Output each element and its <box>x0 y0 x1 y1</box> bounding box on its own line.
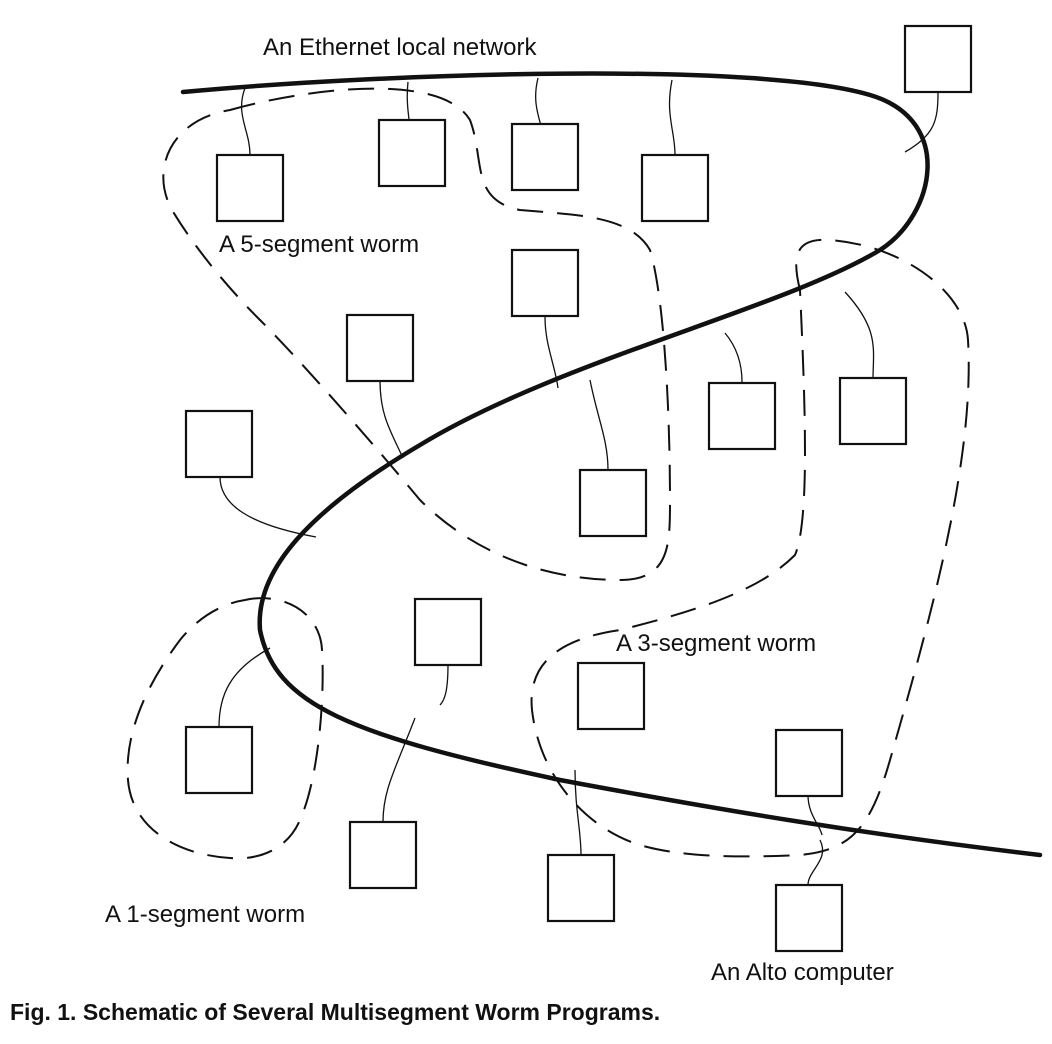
wire-18 <box>807 839 824 886</box>
wire-12 <box>218 647 271 728</box>
alto-computer-box <box>184 725 254 795</box>
alto-computer-label: An Alto computer <box>711 959 894 986</box>
wire-5 <box>904 91 939 153</box>
wire-10 <box>844 291 875 381</box>
worm-1-segment-label: A 1-segment worm <box>105 901 305 928</box>
wire-7 <box>589 379 609 471</box>
worm-5-segment-outline <box>162 87 672 582</box>
alto-computer-box <box>377 118 447 188</box>
figure-caption: Fig. 1. Schematic of Several Multisegmen… <box>10 999 660 1025</box>
worm-5-segment-label: A 5-segment worm <box>219 231 419 258</box>
wire-14 <box>382 717 416 823</box>
wire-9 <box>724 332 743 383</box>
alto-computer-box <box>413 597 483 667</box>
wire-16 <box>574 769 582 856</box>
alto-computer-box <box>510 248 580 318</box>
wire-1 <box>240 87 251 156</box>
alto-computer-box <box>578 468 648 538</box>
alto-computer-box <box>348 820 418 890</box>
alto-computer-box <box>838 376 908 446</box>
alto-computer-box <box>184 409 254 479</box>
worm-3-segment-label: A 3-segment worm <box>616 630 816 657</box>
alto-computers <box>184 24 973 953</box>
alto-computer-box <box>345 313 415 383</box>
wire-8 <box>379 379 404 459</box>
wire-4 <box>668 79 676 156</box>
ethernet-cable <box>180 71 1043 858</box>
wire-13 <box>439 663 449 706</box>
alto-computer-box <box>510 122 580 192</box>
worm-3-segment-outline <box>530 238 970 858</box>
wire-17 <box>807 794 823 836</box>
alto-computer-box <box>774 728 844 798</box>
alto-computer-box <box>640 153 710 223</box>
alto-computer-box <box>215 153 285 223</box>
wire-11 <box>219 476 317 538</box>
ethernet-label: An Ethernet local network <box>263 34 537 61</box>
alto-computer-box <box>576 661 646 731</box>
alto-computer-box <box>546 853 616 923</box>
wire-6 <box>544 316 559 389</box>
worm-1-segment-outline <box>126 597 324 860</box>
connection-wires <box>218 77 939 886</box>
alto-computer-box <box>707 381 777 451</box>
alto-computer-box <box>774 883 844 953</box>
alto-computer-box <box>903 24 973 94</box>
